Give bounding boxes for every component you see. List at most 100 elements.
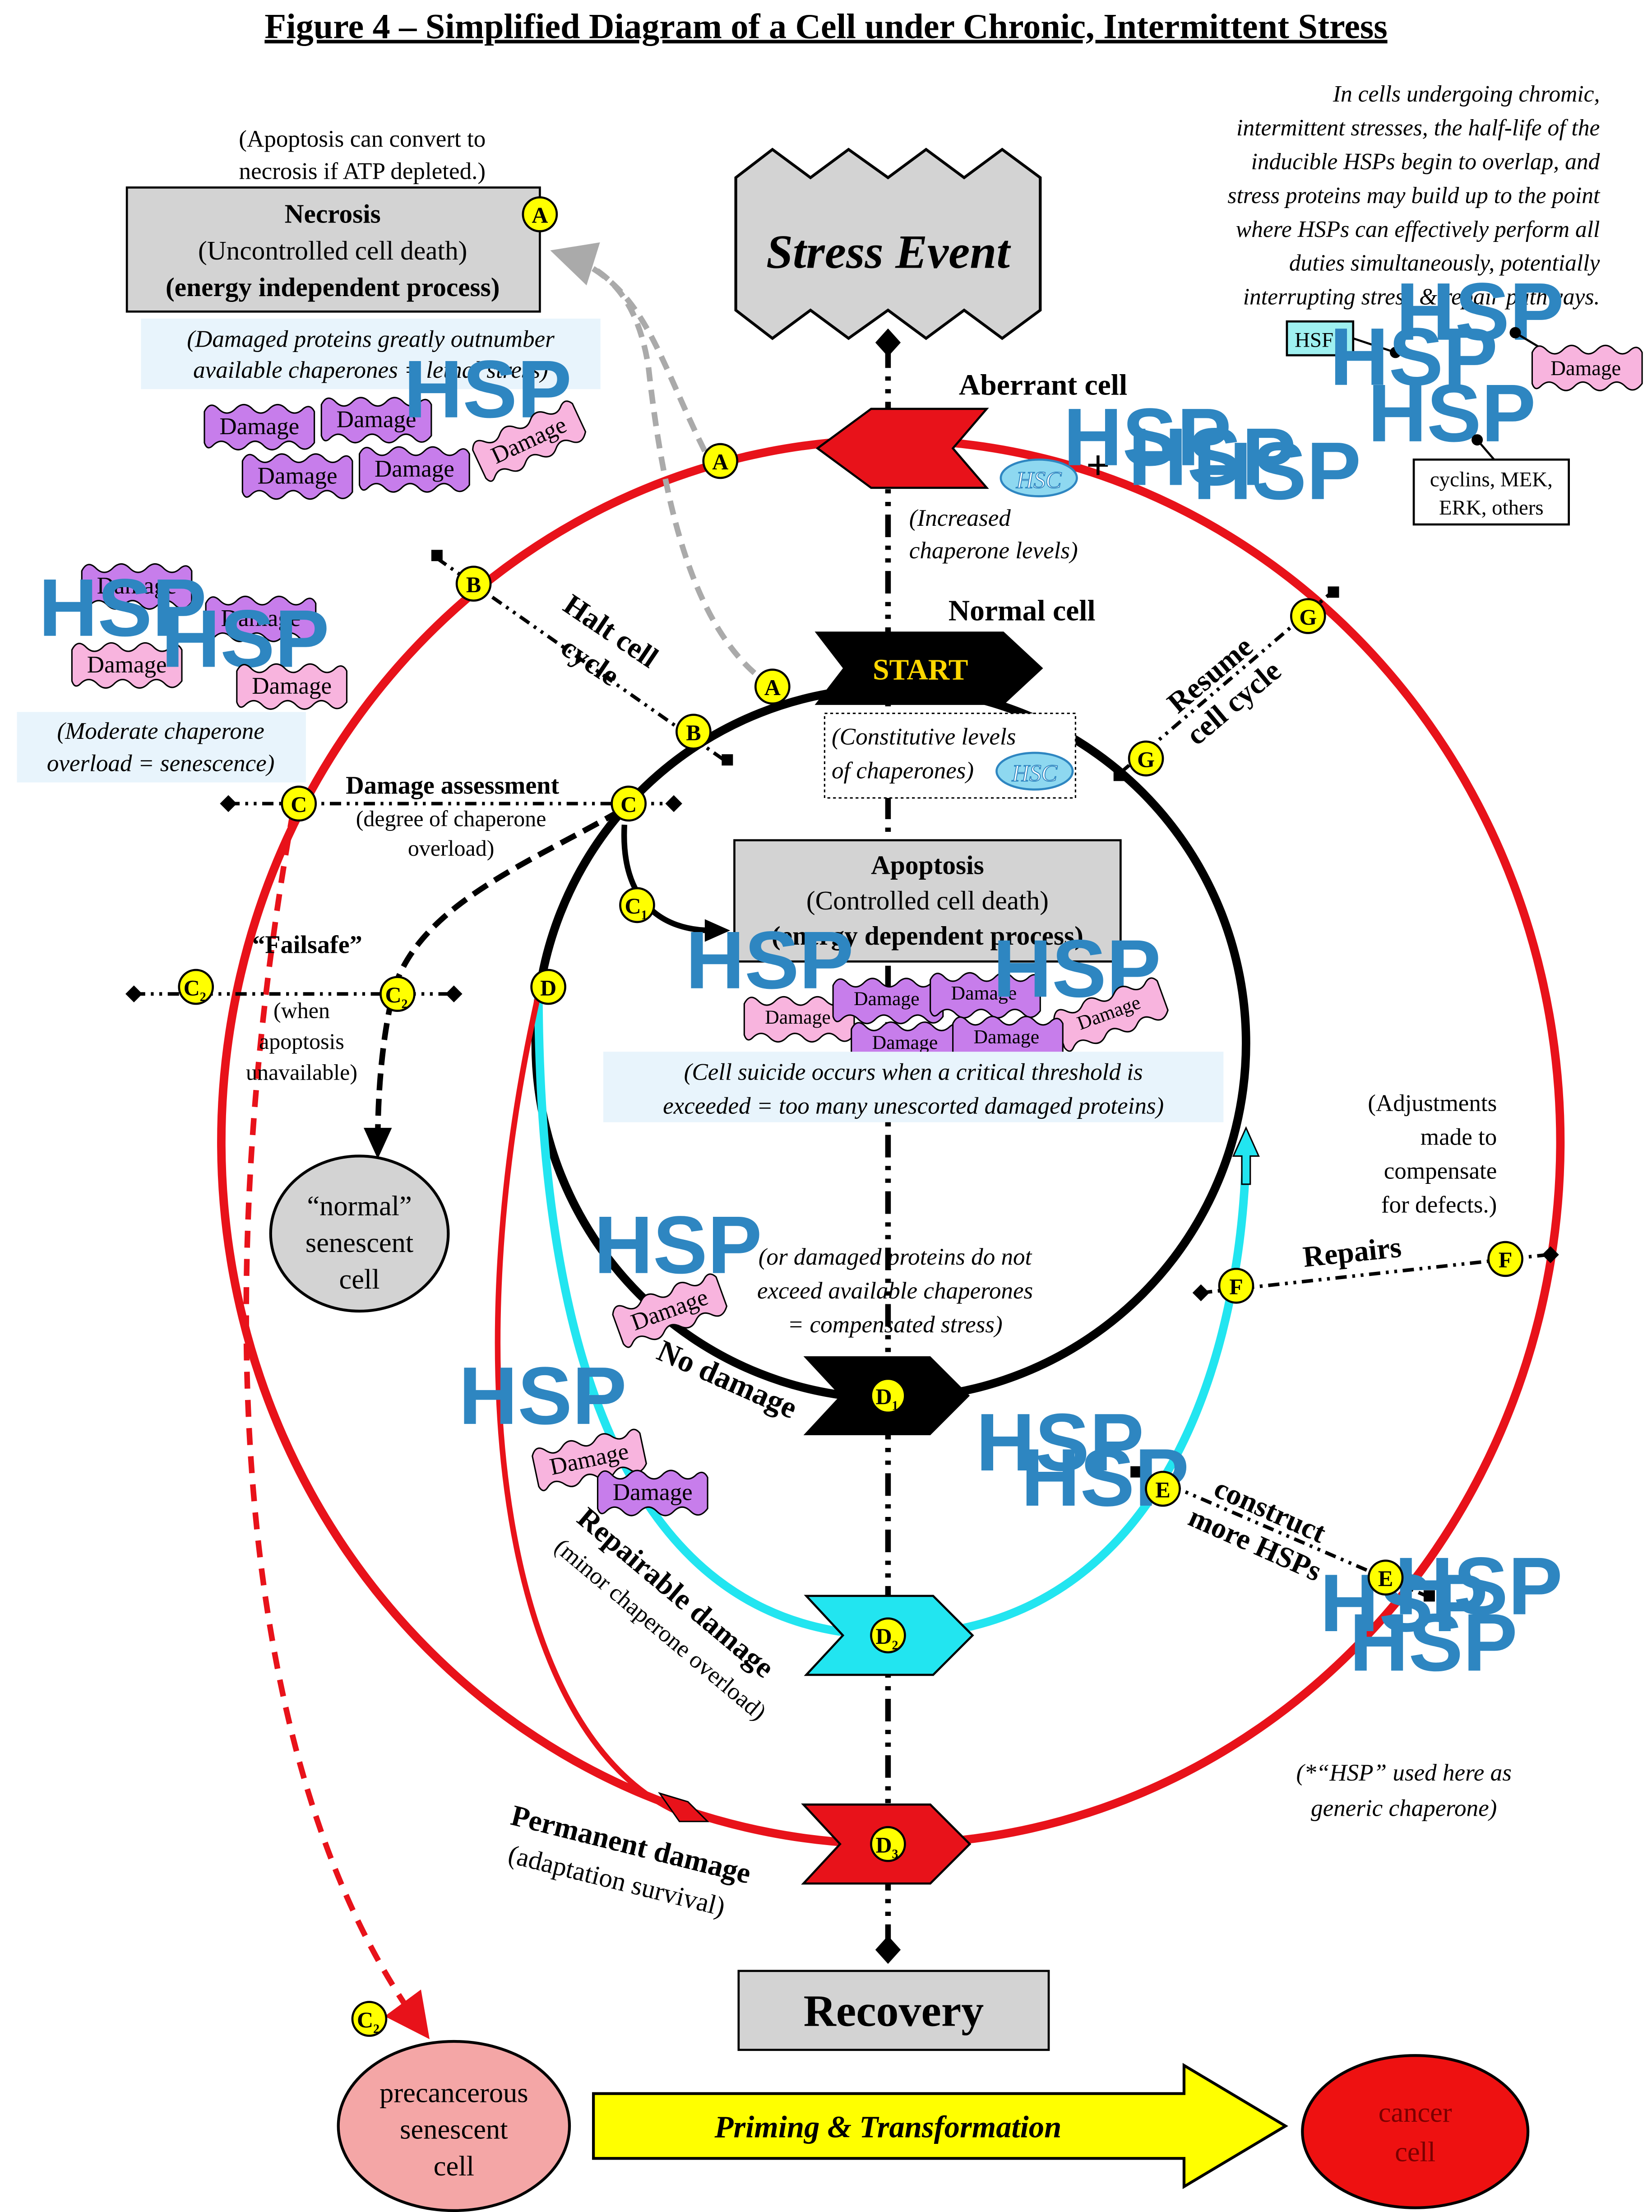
compensated-line1: (or damaged proteins do not: [759, 1244, 1032, 1270]
svg-text:D: D: [876, 1623, 892, 1649]
construct-hsps-line: [1138, 1470, 1427, 1598]
hsp-repairable: HSP: [458, 1350, 627, 1442]
half-life-note-line2: intermittent stresses, the half-life of …: [1236, 115, 1600, 141]
svg-text:E: E: [1155, 1477, 1170, 1502]
apoptosis-line2: (Controlled cell death): [806, 886, 1049, 915]
damage-necrosis-3: Damage: [241, 453, 353, 500]
start-shape: [814, 631, 1043, 705]
hsc-label-normal: HSC: [1012, 760, 1058, 786]
precancerous-line1: precancerous: [379, 2077, 528, 2108]
hsc-label-aberrant: HSC: [1016, 467, 1062, 493]
central-axis-bottom-diamond: [875, 1935, 901, 1964]
hsf1-link-dot: [1389, 347, 1401, 358]
cancer-line2: cell: [1395, 2136, 1435, 2168]
cancer-cell: [1301, 2054, 1530, 2209]
cyclins-line1: cyclins, MEK,: [1430, 468, 1553, 492]
svg-text:C: C: [620, 792, 637, 817]
normal-cell-label: Normal cell: [949, 594, 1096, 627]
resume-cycle-end-top: [1328, 586, 1339, 598]
damage-topright-label: Damage: [1550, 357, 1621, 380]
hsf1-box: [1286, 320, 1355, 357]
repairs-line: [1200, 1253, 1548, 1295]
marker-a-necrosis: A: [522, 196, 558, 232]
damage-apoptosis-6-label: Damage: [973, 1026, 1039, 1048]
failsafe-label: “Failsafe”: [252, 931, 362, 959]
damage-apoptosis-1-label: Damage: [765, 1006, 831, 1028]
failsafe-note-line1: (when: [273, 997, 330, 1023]
failsafe-note-line2: apoptosis: [259, 1029, 344, 1054]
adjustments-line4: for defects.): [1381, 1192, 1497, 1218]
half-life-note-line1: In cells undergoing chromic,: [1333, 81, 1600, 107]
svg-text:2: 2: [892, 1639, 898, 1653]
cyclins-line2: ERK, others: [1439, 496, 1544, 519]
senescence-note-line1: (Moderate chaperone: [57, 718, 264, 744]
precancerous-line2: senescent: [400, 2114, 508, 2145]
hsc-ellipse-normal: [995, 751, 1074, 791]
half-life-note-line3: inducible HSPs begin to overlap, and: [1251, 149, 1600, 175]
apoptosis-box: [733, 839, 1122, 963]
suicide-note-line1: (Cell suicide occurs when a critical thr…: [684, 1059, 1143, 1085]
damage-apoptosis-2: Damage: [832, 978, 944, 1025]
svg-text:G: G: [1137, 747, 1155, 772]
hsp-hsf1: HSP: [1330, 311, 1498, 403]
marker-c-inner: C: [611, 785, 647, 822]
adjustments-line2: made to: [1421, 1124, 1497, 1150]
necrosis-dashed-arrow-2: [590, 265, 708, 453]
construct-hsps-end-right: [1423, 1590, 1435, 1602]
damage-senescence-2: Damage: [205, 595, 317, 642]
constitutive-line1: (Constitutive levels: [832, 723, 1016, 750]
hsp-damage-link-dot: [1509, 327, 1521, 339]
resume-cycle-end-bottom: [1113, 770, 1125, 781]
apoptosis-line3: (energy dependent process): [772, 921, 1083, 951]
half-life-note-line6: duties simultaneously, potentially: [1289, 250, 1600, 276]
damage-apoptosis-5: Damage: [851, 1021, 962, 1068]
svg-text:D: D: [876, 1832, 892, 1857]
damage-necrosis-4-label: Damage: [375, 456, 454, 482]
damage-topright: Damage: [1531, 344, 1643, 391]
repairs-end-left: [1192, 1284, 1210, 1302]
repair-loop-arrowhead: [1232, 1126, 1260, 1185]
svg-text:C: C: [385, 982, 401, 1007]
recovery-box: [737, 1970, 1050, 2051]
compensated-line3: = compensated stress): [787, 1312, 1002, 1338]
marker-c-outer: C: [281, 785, 317, 822]
marker-b-outer: B: [455, 566, 492, 602]
cancer-line1: cancer: [1379, 2096, 1452, 2128]
aberrant-cell-label: Aberrant cell: [959, 369, 1127, 402]
marker-e-outer: E: [1367, 1559, 1404, 1596]
hsp-construct-3: HSP: [1320, 1558, 1488, 1649]
damage-necrosis-1-label: Damage: [219, 413, 299, 440]
marker-g-inner: G: [1128, 740, 1164, 777]
damage-necrosis-4: Damage: [359, 446, 470, 493]
normal-senescent-cell: [269, 1155, 450, 1313]
svg-text:D: D: [540, 975, 556, 1000]
half-life-note-line7: interrupting stress & repair pathways.: [1243, 284, 1600, 310]
damage-necrosis-1: Damage: [204, 403, 315, 451]
svg-text:3: 3: [892, 1847, 898, 1861]
plus-sign: +: [1086, 442, 1110, 489]
permanent-damage-path-arrow: [658, 1792, 709, 1822]
hsf1-label: HSF1: [1295, 328, 1344, 352]
adjustments-line1: (Adjustments: [1368, 1090, 1497, 1116]
hsp-cyclins: HSP: [1368, 368, 1536, 459]
marker-d: D: [530, 969, 566, 1005]
marker-b-inner: B: [676, 714, 712, 750]
stress-event-label: Stress Event: [766, 225, 1011, 278]
hsc-ellipse-aberrant: [1000, 458, 1078, 497]
damage-apoptosis-6: Damage: [952, 1016, 1064, 1062]
degree-overload-line1: (degree of chaperone: [356, 806, 546, 831]
lethal-note-line1: (Damaged proteins greatly outnumber: [187, 326, 555, 352]
precancerous-line3: cell: [434, 2150, 474, 2182]
damage-assessment-end-right: [665, 795, 682, 812]
lethal-note-bg: [141, 318, 601, 390]
svg-text:B: B: [686, 720, 701, 745]
svg-text:C: C: [625, 893, 641, 918]
marker-a-outer: A: [702, 443, 739, 479]
necrosis-dashed-arrow-1: [550, 242, 774, 689]
svg-text:C: C: [184, 975, 200, 1000]
constitutive-line2: of chaperones): [832, 757, 974, 784]
hsp-construct-1: HSP: [976, 1397, 1144, 1488]
